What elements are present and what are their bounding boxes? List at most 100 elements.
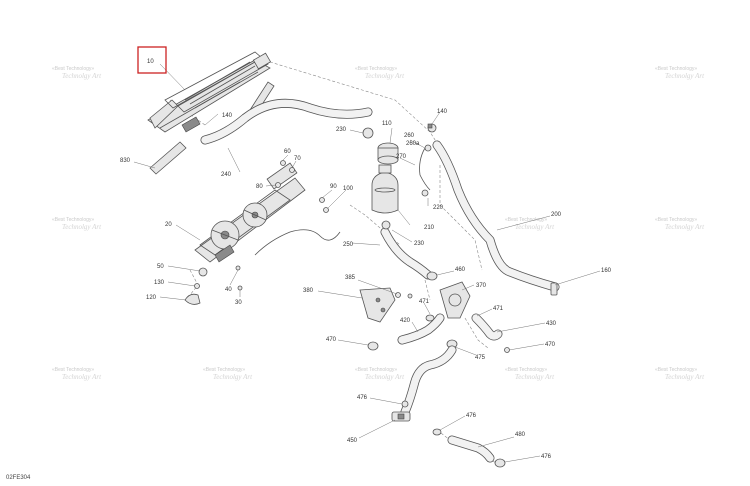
callout-40[interactable]: 40 xyxy=(225,287,232,293)
callout-50[interactable]: 50 xyxy=(157,264,164,270)
callout-420[interactable]: 420 xyxy=(400,318,411,324)
callout-470-left[interactable]: 470 xyxy=(326,337,337,343)
callout-250[interactable]: 250 xyxy=(343,242,354,248)
coolant-reservoir[interactable] xyxy=(371,164,399,214)
bolt-60[interactable] xyxy=(280,160,286,166)
watermark-line1: «Best Technology» xyxy=(52,217,94,223)
watermark-line1: «Best Technology» xyxy=(505,217,547,223)
upper-hose[interactable] xyxy=(200,98,373,145)
callout-480[interactable]: 480 xyxy=(515,432,526,438)
nut-100[interactable] xyxy=(323,207,329,213)
fan-assembly[interactable] xyxy=(194,162,306,263)
thermostat-housing[interactable] xyxy=(439,281,471,319)
callout-10[interactable]: 10 xyxy=(147,59,154,65)
foam-strip[interactable] xyxy=(149,141,187,175)
watermark: «Best Technology» Technolgy Art xyxy=(655,217,705,231)
screw-30[interactable] xyxy=(237,285,243,291)
callout-476-upper[interactable]: 476 xyxy=(357,395,368,401)
bolt-90[interactable] xyxy=(319,197,325,203)
small-clamp-230[interactable] xyxy=(362,127,374,139)
fan-wire-harness[interactable] xyxy=(254,229,341,256)
reservoir-cap[interactable] xyxy=(377,142,399,165)
callout-110[interactable]: 110 xyxy=(382,121,392,127)
callout-370[interactable]: 370 xyxy=(476,283,487,289)
callout-476-lower[interactable]: 476 xyxy=(541,454,552,460)
hose-430[interactable] xyxy=(471,313,503,341)
clamp-476-lower[interactable] xyxy=(494,458,506,468)
small-clip-220[interactable] xyxy=(421,189,429,197)
callout-470-right[interactable]: 470 xyxy=(545,342,556,348)
watermark: «Best Technology» Technolgy Art xyxy=(52,217,102,231)
clamp-476-upper[interactable] xyxy=(401,400,409,408)
clamp-471[interactable] xyxy=(425,314,435,322)
callout-260[interactable]: 260 xyxy=(404,133,415,139)
callout-476-mid[interactable]: 476 xyxy=(466,413,477,419)
clamp-480[interactable] xyxy=(426,271,438,281)
clamp-476-mid[interactable] xyxy=(432,428,442,436)
callout-270[interactable]: 270 xyxy=(396,154,407,160)
diagram-code: 02FE304 xyxy=(6,475,31,481)
grommet-50[interactable] xyxy=(198,267,208,277)
bolt-80[interactable] xyxy=(275,182,281,188)
callout-450[interactable]: 450 xyxy=(347,438,358,444)
bolt-160[interactable] xyxy=(550,282,558,296)
callout-240[interactable]: 240 xyxy=(221,172,232,178)
callout-labels: 10 20 30 40 50 60 70 80 90 100 110 120 1… xyxy=(120,59,612,460)
callout-230-top[interactable]: 230 xyxy=(336,127,347,133)
callout-30[interactable]: 30 xyxy=(235,300,242,306)
watermark-line1: «Best Technology» xyxy=(52,66,94,72)
watermark-line1: «Best Technology» xyxy=(355,367,397,373)
callout-385[interactable]: 385 xyxy=(345,275,356,281)
clamp-470-left[interactable] xyxy=(367,341,379,351)
nut-130[interactable] xyxy=(194,283,200,289)
callout-471-left[interactable]: 471 xyxy=(419,299,430,305)
callout-120[interactable]: 120 xyxy=(146,295,157,301)
callout-160[interactable]: 160 xyxy=(601,268,612,274)
callout-140-left[interactable]: 140 xyxy=(222,113,233,119)
hose-460[interactable] xyxy=(447,435,495,463)
watermark: «Best Technology» Technolgy Art xyxy=(355,66,405,80)
callout-20[interactable]: 20 xyxy=(165,222,172,228)
callout-70[interactable]: 70 xyxy=(294,156,301,162)
callout-460[interactable]: 460 xyxy=(455,267,466,273)
bolt-385[interactable] xyxy=(395,292,413,299)
clamp-230-lower[interactable] xyxy=(381,220,391,230)
callout-260a[interactable]: 260a xyxy=(406,141,420,147)
clamp-470-right[interactable] xyxy=(504,347,510,353)
callout-200[interactable]: 200 xyxy=(551,212,562,218)
radiator[interactable] xyxy=(147,51,272,133)
hose-420[interactable] xyxy=(397,313,445,345)
callout-471-right[interactable]: 471 xyxy=(493,306,504,312)
hose-clamp[interactable] xyxy=(427,123,437,133)
mounting-bracket-380[interactable] xyxy=(359,287,396,323)
long-hose-200[interactable] xyxy=(432,140,560,292)
callout-90[interactable]: 90 xyxy=(330,184,337,190)
callout-220[interactable]: 220 xyxy=(433,205,444,211)
watermark-line1: «Best Technology» xyxy=(203,367,245,373)
callout-80[interactable]: 80 xyxy=(256,184,263,190)
watermark: «Best Technology» Technolgy Art xyxy=(355,367,405,381)
watermark: «Best Technology» Technolgy Art xyxy=(655,367,705,381)
watermark: «Best Technology» Technolgy Art xyxy=(505,367,555,381)
callout-475[interactable]: 475 xyxy=(475,355,486,361)
overflow-tube[interactable] xyxy=(419,144,432,191)
lower-hose[interactable] xyxy=(400,345,457,417)
callout-60[interactable]: 60 xyxy=(284,149,291,155)
watermark-line2: Technolgy Art xyxy=(62,72,102,80)
bracket-120[interactable] xyxy=(184,293,201,305)
bolt-70[interactable] xyxy=(289,167,295,173)
callout-210[interactable]: 210 xyxy=(424,225,435,231)
callout-230-lower[interactable]: 230 xyxy=(414,241,425,247)
watermark-layer: «Best Technology» Technolgy Art «Best Te… xyxy=(52,66,705,381)
watermark: «Best Technology» Technolgy Art xyxy=(655,66,705,80)
callout-140-right[interactable]: 140 xyxy=(437,109,448,115)
callout-830[interactable]: 830 xyxy=(120,158,131,164)
screw-40[interactable] xyxy=(235,265,241,271)
callout-100[interactable]: 100 xyxy=(343,186,354,192)
tee-fitting-450[interactable] xyxy=(391,411,411,422)
callout-130[interactable]: 130 xyxy=(154,280,165,286)
callout-380[interactable]: 380 xyxy=(303,288,314,294)
hose-250[interactable] xyxy=(380,227,433,280)
watermark-line2: Technolgy Art xyxy=(665,223,705,231)
callout-430[interactable]: 430 xyxy=(546,321,557,327)
